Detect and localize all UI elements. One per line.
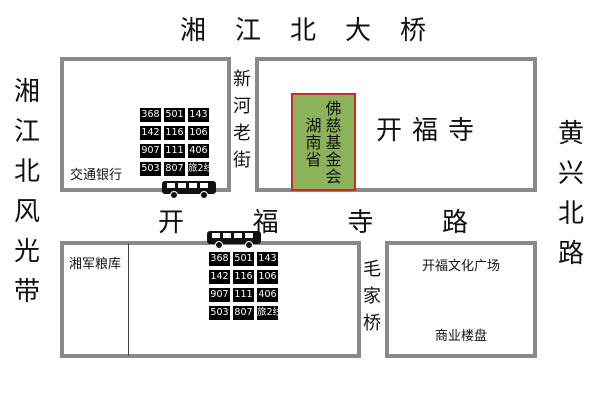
road-char: 路 <box>441 208 468 238</box>
road-char: 老 <box>233 123 251 144</box>
foundation-building: 佛 慈 基 金 会 湖 南 省 <box>291 93 356 191</box>
road-char: 街 <box>233 150 251 171</box>
commercial-label: 商业楼盘 <box>435 329 488 344</box>
road-char: 新 <box>233 69 251 90</box>
granary-label: 湘军粮库 <box>69 257 122 272</box>
road-char: 兴 <box>558 159 585 189</box>
road-xiangjiang-scenic-belt: 湘 江 北 风 光 带 <box>14 72 40 312</box>
road-maojiaqiao: 毛 家 桥 <box>363 256 381 337</box>
bus-route-chip: 106 <box>188 126 209 140</box>
road-char: 路 <box>558 239 585 269</box>
bank-label: 交通银行 <box>70 168 123 183</box>
bus-route-chip: 143 <box>257 252 278 266</box>
road-char: 光 <box>14 237 41 267</box>
road-xiangjiang-bridge: 湘 江 北 大 桥 <box>180 10 426 47</box>
bus-route-chip: 503 <box>140 162 161 176</box>
foundation-char: 基 <box>325 132 342 152</box>
bus-route-chip: 111 <box>233 288 254 302</box>
road-char: 江 <box>14 117 41 147</box>
foundation-char: 湖 <box>305 115 322 135</box>
bus-icon <box>207 231 261 249</box>
foundation-col-1: 佛 慈 基 金 会 <box>326 100 342 185</box>
road-char: 北 <box>289 16 316 46</box>
bus-route-chip: 368 <box>140 108 161 122</box>
road-char: 湘 <box>14 77 41 107</box>
bus-route-chip: 旅2线 <box>257 306 283 320</box>
bus-icon <box>162 181 216 199</box>
bus-route-chip: 106 <box>257 270 278 284</box>
bus-route-chip: 406 <box>188 144 209 158</box>
foundation-char: 省 <box>305 149 322 169</box>
bus-route-chip: 116 <box>233 270 254 284</box>
bus-route-chip: 142 <box>209 270 230 284</box>
bus-route-chip: 907 <box>140 144 161 158</box>
foundation-char: 慈 <box>325 115 342 135</box>
foundation-char: 南 <box>305 132 322 152</box>
bus-route-chip: 116 <box>164 126 185 140</box>
road-char: 河 <box>233 96 251 117</box>
bus-route-chip: 143 <box>188 108 209 122</box>
bus-route-chip: 111 <box>164 144 185 158</box>
foundation-char: 会 <box>325 166 342 186</box>
foundation-col-2: 湖 南 省 <box>305 117 321 168</box>
foundation-char: 金 <box>325 149 342 169</box>
bus-stop-north-routes: 368 501 143 142 116 106 907 111 406 503 … <box>140 108 214 176</box>
culture-square-label: 开福文化广场 <box>422 259 501 274</box>
road-char: 江 <box>234 16 261 46</box>
road-char: 桥 <box>363 313 381 334</box>
granary-divider <box>128 243 129 356</box>
bus-route-chip: 907 <box>209 288 230 302</box>
bus-route-chip: 501 <box>164 108 185 122</box>
road-char: 黄 <box>558 119 585 149</box>
bus-route-chip: 142 <box>140 126 161 140</box>
road-char: 家 <box>363 286 381 307</box>
bus-route-chip: 368 <box>209 252 230 266</box>
road-char: 开 <box>158 208 185 238</box>
bus-route-chip: 406 <box>257 288 278 302</box>
road-char: 北 <box>14 157 41 187</box>
road-char: 北 <box>558 199 585 229</box>
kaifu-temple-label: 开福寺 <box>376 116 485 146</box>
road-char: 桥 <box>399 16 426 46</box>
road-kaifusi: 开 福 寺 路 <box>158 202 468 239</box>
bus-route-chip: 501 <box>233 252 254 266</box>
road-char: 寺 <box>347 208 374 238</box>
road-char: 毛 <box>363 259 381 280</box>
bus-route-chip: 旅2线 <box>188 162 214 176</box>
block-bottom-right <box>385 241 537 358</box>
road-char: 风 <box>14 197 41 227</box>
road-huangxing-north: 黄 兴 北 路 <box>558 114 584 274</box>
road-xinhe-old-street: 新 河 老 街 <box>233 66 251 174</box>
bus-stop-south-routes: 368 501 143 142 116 106 907 111 406 503 … <box>209 252 283 320</box>
road-char: 带 <box>14 277 41 307</box>
bus-route-chip: 503 <box>209 306 230 320</box>
foundation-char: 佛 <box>325 98 342 118</box>
bus-route-chip: 807 <box>164 162 185 176</box>
road-char: 大 <box>344 16 371 46</box>
bus-route-chip: 807 <box>233 306 254 320</box>
road-char: 湘 <box>180 16 207 46</box>
